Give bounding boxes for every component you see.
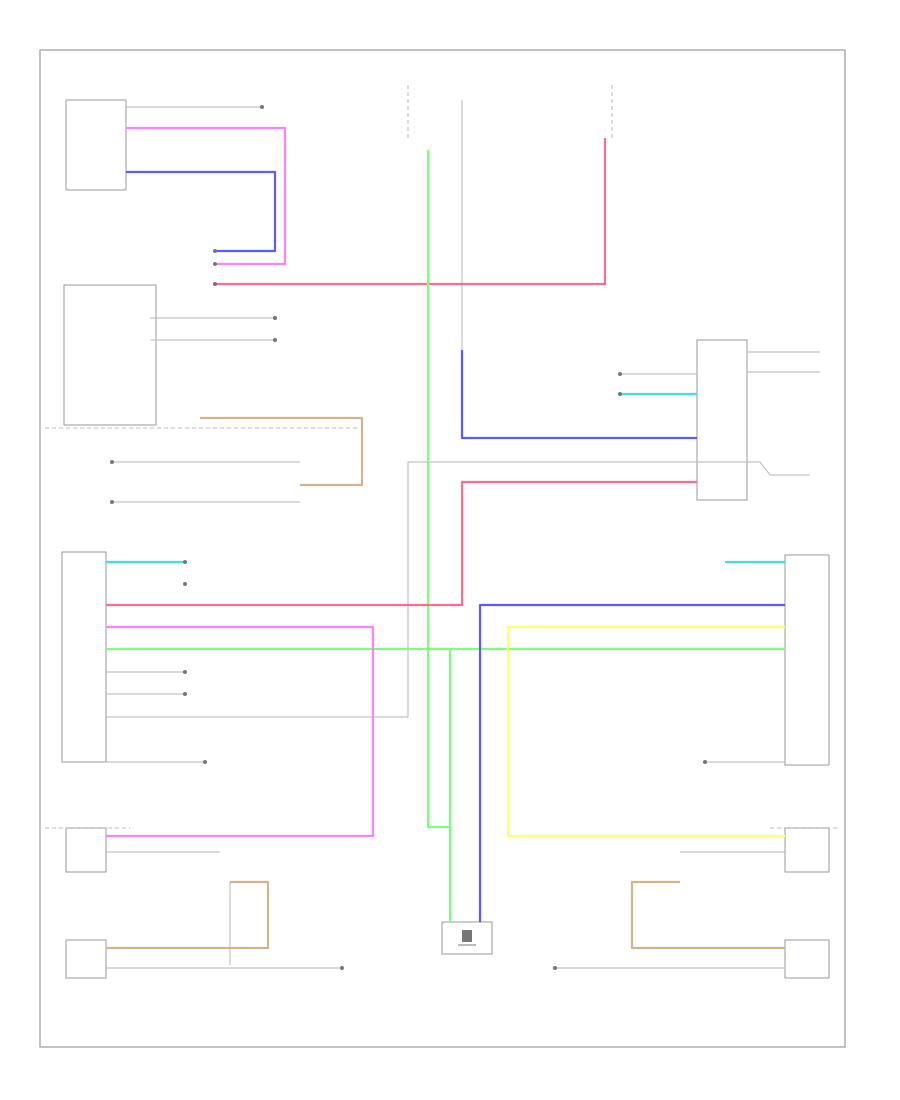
ground-point-box: [441, 921, 493, 955]
diagram-frame: [39, 49, 846, 1048]
rear-seat-under-switch-box: [65, 99, 127, 191]
wire-gray: [697, 461, 810, 476]
wire-red: [215, 138, 607, 286]
wire-green: [426, 150, 450, 829]
blind-spot-monitor-switch-box: [696, 339, 748, 501]
connector-pin: [260, 105, 264, 109]
connector-pin: [183, 560, 187, 564]
connector-pins: [110, 105, 707, 970]
right-blind-spot-sensor-box: [784, 554, 830, 766]
connector-pin: [618, 392, 622, 396]
connector-pin: [110, 460, 114, 464]
connector-pin: [213, 262, 217, 266]
wire-blue: [126, 170, 277, 253]
right-outer-mirror-box: [784, 939, 830, 979]
component-outlines: [61, 99, 830, 979]
connector-pin: [203, 760, 207, 764]
right-outer-mirror-switch-box: [784, 827, 830, 873]
left-outer-mirror-box: [65, 939, 107, 979]
gray-wires: [106, 100, 820, 969]
connector-pin: [183, 670, 187, 674]
connector-pin: [110, 500, 114, 504]
wire-tan: [200, 416, 364, 487]
wire-pink: [106, 625, 375, 838]
connector-pin: [183, 582, 187, 586]
connector-pin: [213, 282, 217, 286]
wire-tan: [106, 880, 270, 950]
connector-pin: [213, 249, 217, 253]
connector-pin: [273, 338, 277, 342]
wire-blue: [478, 603, 785, 922]
wire-red: [106, 480, 697, 607]
left-outer-mirror-switch-box: [65, 827, 107, 873]
wire-blue: [460, 350, 697, 440]
combination-meter-box: [63, 284, 157, 426]
connector-pin: [703, 760, 707, 764]
connector-pin: [553, 966, 557, 970]
ground-icon: [458, 930, 476, 946]
connector-pin: [273, 316, 277, 320]
connector-pin: [340, 966, 344, 970]
connector-pin: [183, 692, 187, 696]
left-blind-spot-sensor-box: [61, 551, 107, 763]
wire-yellow: [506, 625, 785, 838]
wire-tan: [630, 880, 785, 950]
dashed-separators: [45, 85, 840, 829]
connector-pin: [618, 372, 622, 376]
wire-gray: [106, 461, 697, 718]
wire-pink: [126, 126, 287, 266]
colored-wires: [106, 126, 785, 950]
